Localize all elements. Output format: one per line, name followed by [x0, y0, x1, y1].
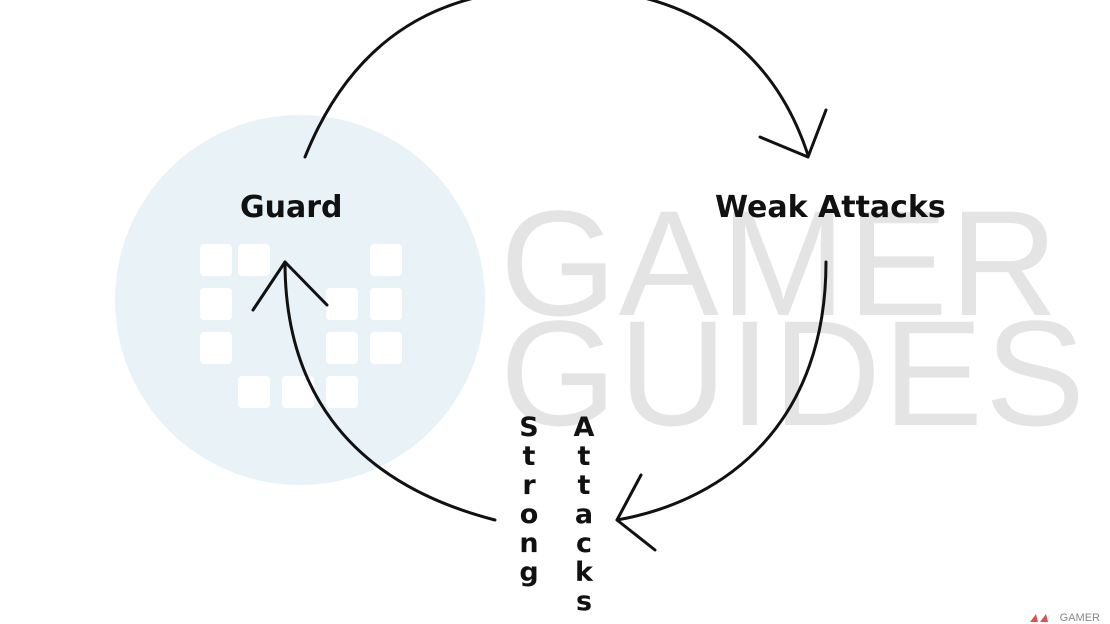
- watermark-grid-icon: [200, 244, 402, 408]
- watermark-text-guides: GUIDES: [500, 289, 1088, 457]
- arrow-guard-to-weak: [303, 0, 810, 159]
- corner-logo-icon: [1029, 614, 1048, 622]
- arrowhead-weak: [758, 108, 828, 159]
- corner-logo-text: GAMER: [1059, 612, 1100, 624]
- arrow-weak-to-strong: [615, 260, 828, 522]
- corner-logo: GAMER: [1028, 612, 1100, 624]
- watermark-text-gamer: GAMER: [500, 179, 1061, 347]
- node-strong-word: Strong: [519, 412, 539, 588]
- watermark-circle: [115, 115, 485, 485]
- node-attacks-word: Attacks: [573, 412, 595, 617]
- node-weak-attacks: Weak Attacks: [715, 190, 946, 225]
- node-guard: Guard: [240, 190, 343, 225]
- arrow-strong-to-guard: [283, 260, 497, 522]
- arrowhead-strong: [615, 473, 657, 552]
- arrowhead-guard: [251, 260, 329, 312]
